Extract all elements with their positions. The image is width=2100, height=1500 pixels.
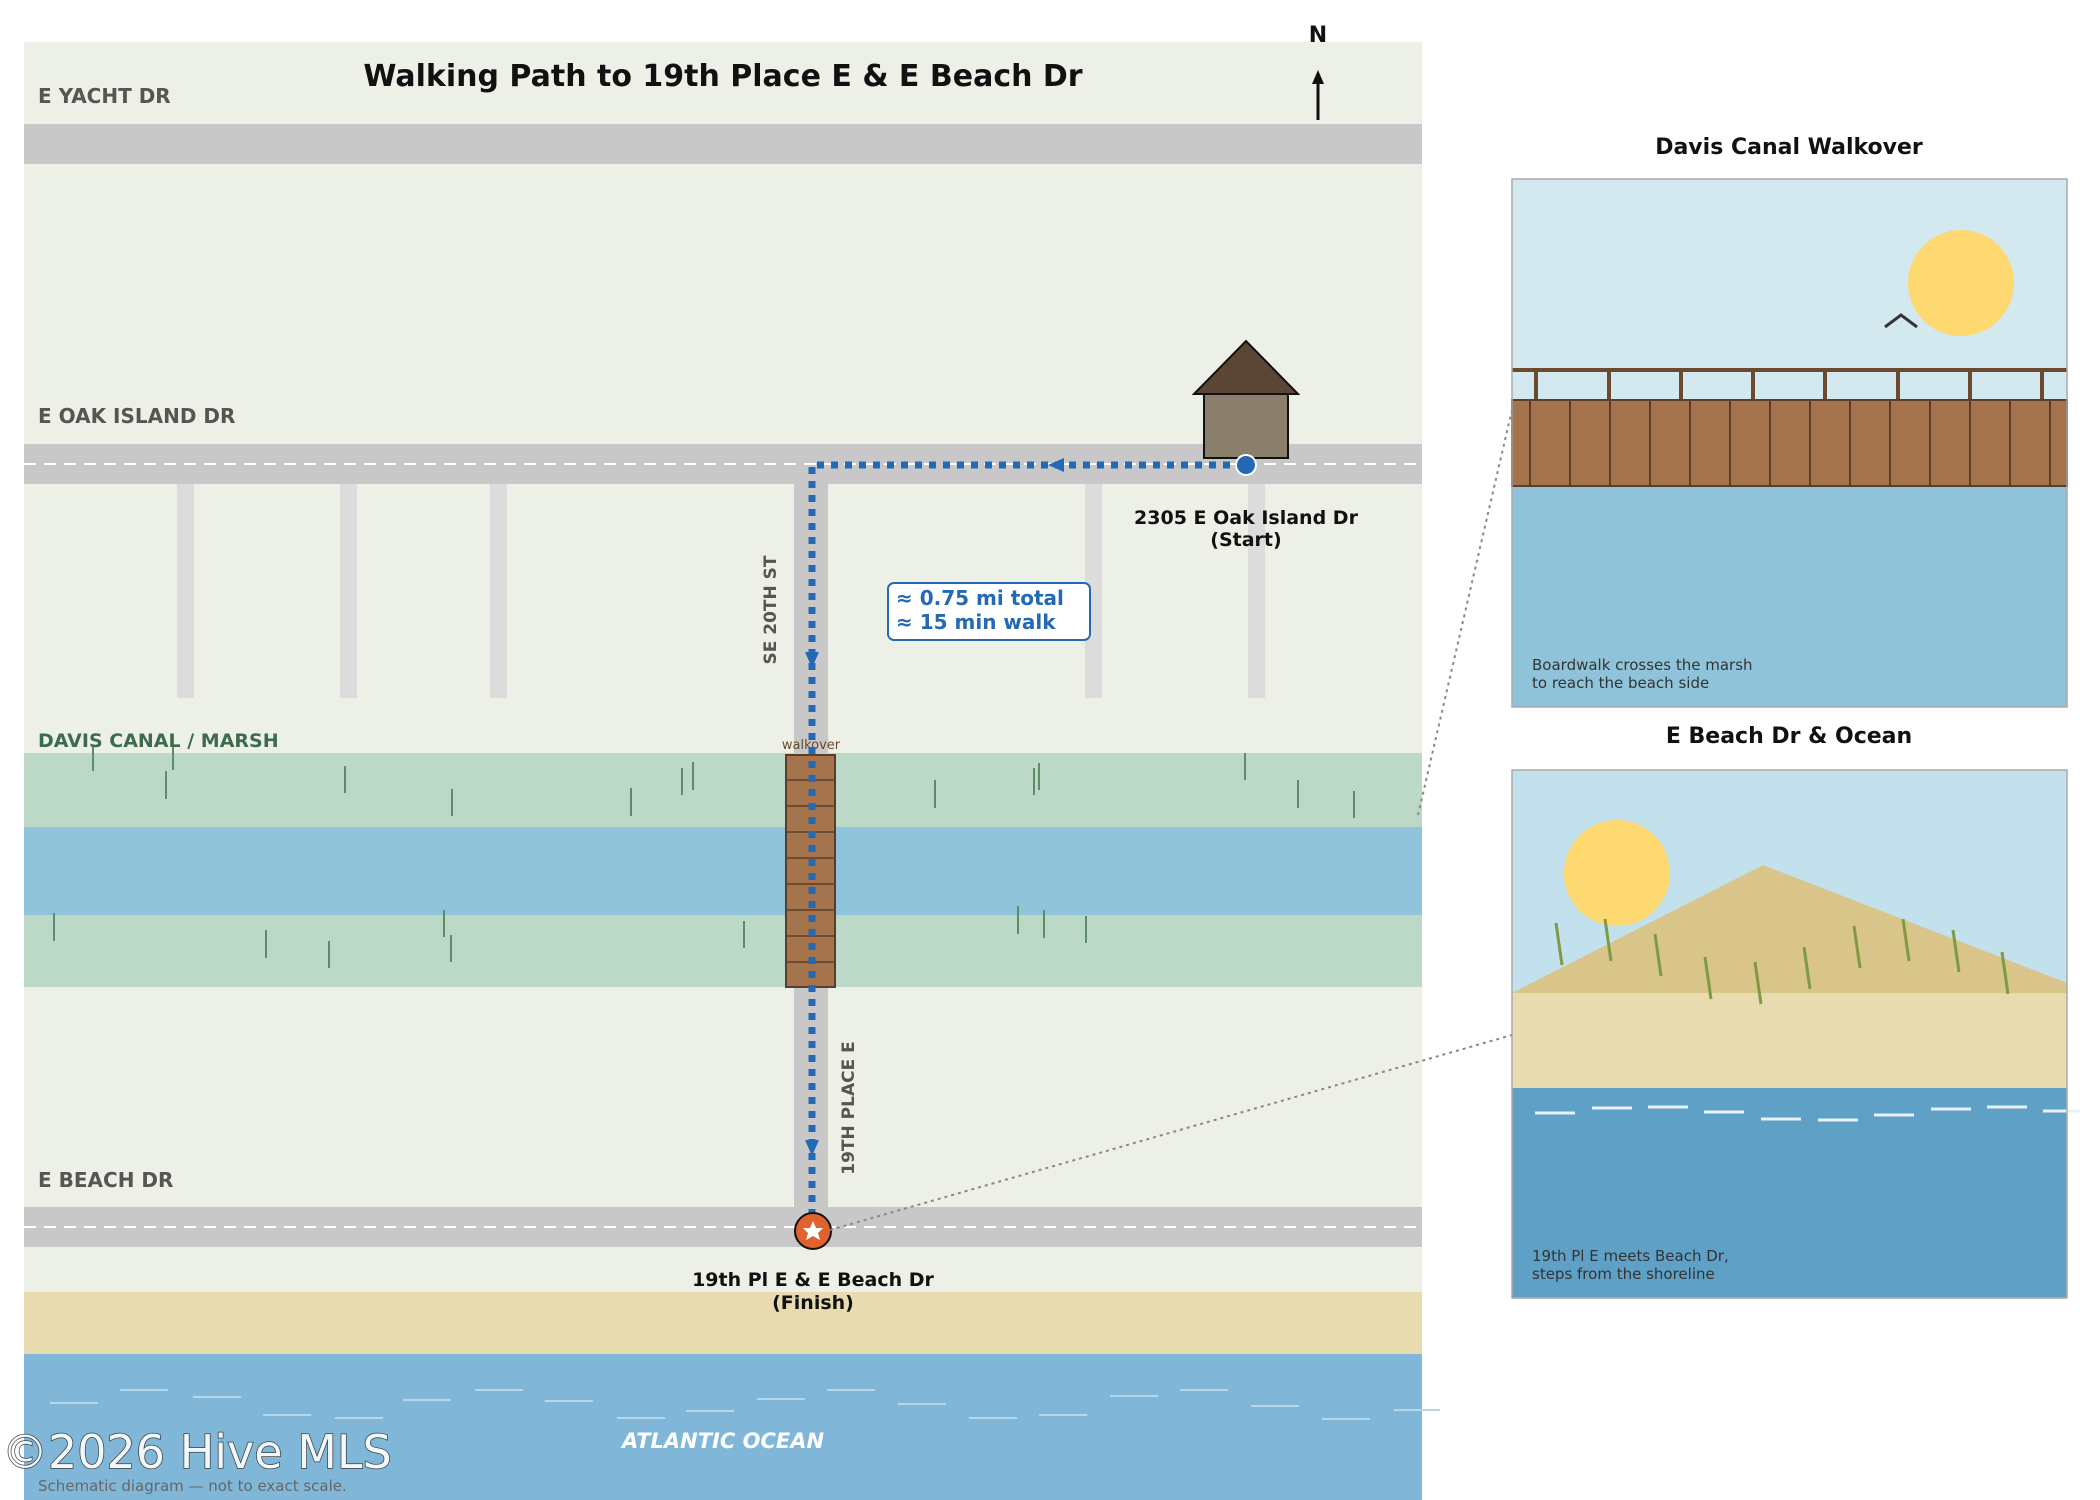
map-title: Walking Path to 19th Place E & E Beach D… [363,59,1082,94]
marsh-south [24,915,1422,987]
footnote: Schematic diagram — not to exact scale. [38,1477,347,1495]
inset-beach: E Beach Dr & Ocean 19th Pl E meets Beach… [1511,724,2080,1299]
start-label-tag: (Start) [1210,529,1281,551]
sun-icon [1564,820,1670,926]
inset-beach-title: E Beach Dr & Ocean [1666,724,1912,749]
walkover-label: walkover [782,738,841,753]
distance-callout: ≈ 0.75 mi total ≈ 15 min walk [887,582,1091,641]
street-label-se-20th: SE 20TH ST [761,555,781,664]
map-panel: walkover E YACHT DR E OAK ISLAND DR E BE… [24,23,1440,1500]
inset-beach-caption-2: steps from the shoreline [1532,1265,1715,1283]
bird-icon [1884,313,1918,329]
atlantic-ocean [24,1354,1422,1500]
inset-walkover-frame [1511,178,2068,708]
start-marker-icon [1235,454,1257,476]
distance-total: ≈ 0.75 mi total [896,586,1064,610]
inset-dune [1512,865,2067,993]
ocean-waves [50,1389,1440,1420]
walking-route [805,458,1244,1230]
watermark: ©2026 Hive MLS [2,1425,392,1479]
side-street [340,483,357,698]
inset-beach-ocean [1512,1088,2067,1298]
street-label-oak-island: E OAK ISLAND DR [38,404,235,428]
finish-star-icon [794,1212,832,1250]
leader-line-walkover [1417,409,1513,816]
sun-icon [1908,230,2014,336]
inset-walkover-title: Davis Canal Walkover [1655,135,1923,160]
inset-beach-frame [1511,769,2068,1299]
side-street [1085,483,1102,698]
side-street [1248,483,1265,698]
street-label-19th-place: 19TH PLACE E [839,1041,859,1174]
side-streets [177,483,1265,698]
inset-walkover: Davis Canal Walkover [1511,135,2068,708]
street-label-beach: E BEACH DR [38,1168,173,1192]
davis-canal [24,827,1422,915]
inset-beach-caption-1: 19th Pl E meets Beach Dr, [1532,1247,1729,1265]
inset-beach-sand [1512,993,2067,1088]
direction-arrow-icon [805,1140,819,1156]
inset-waves [1535,1105,2080,1122]
north-label: N [1309,23,1327,48]
inset-walkover-caption-1: Boardwalk crosses the marsh [1532,656,1753,674]
direction-arrow-icon [1048,458,1064,472]
distance-time: ≈ 15 min walk [896,610,1056,634]
north-arrow-icon [1312,70,1324,120]
beach-sand [24,1292,1422,1354]
direction-arrow-icon [805,652,819,668]
side-street [177,483,194,698]
inset-walkover-water [1512,487,2067,707]
e-yacht-dr-road [24,124,1422,164]
finish-label-address: 19th Pl E & E Beach Dr [692,1269,934,1291]
start-label-address: 2305 E Oak Island Dr [1134,507,1359,529]
side-street [490,483,507,698]
street-label-yacht: E YACHT DR [38,84,171,108]
finish-label-tag: (Finish) [772,1292,854,1314]
inset-walkover-caption-2: to reach the beach side [1532,674,1709,692]
dune-grass [1554,918,2010,1005]
marsh-north [24,753,1422,827]
ocean-label: ATLANTIC OCEAN [620,1429,824,1453]
canal-label: DAVIS CANAL / MARSH [38,730,279,752]
